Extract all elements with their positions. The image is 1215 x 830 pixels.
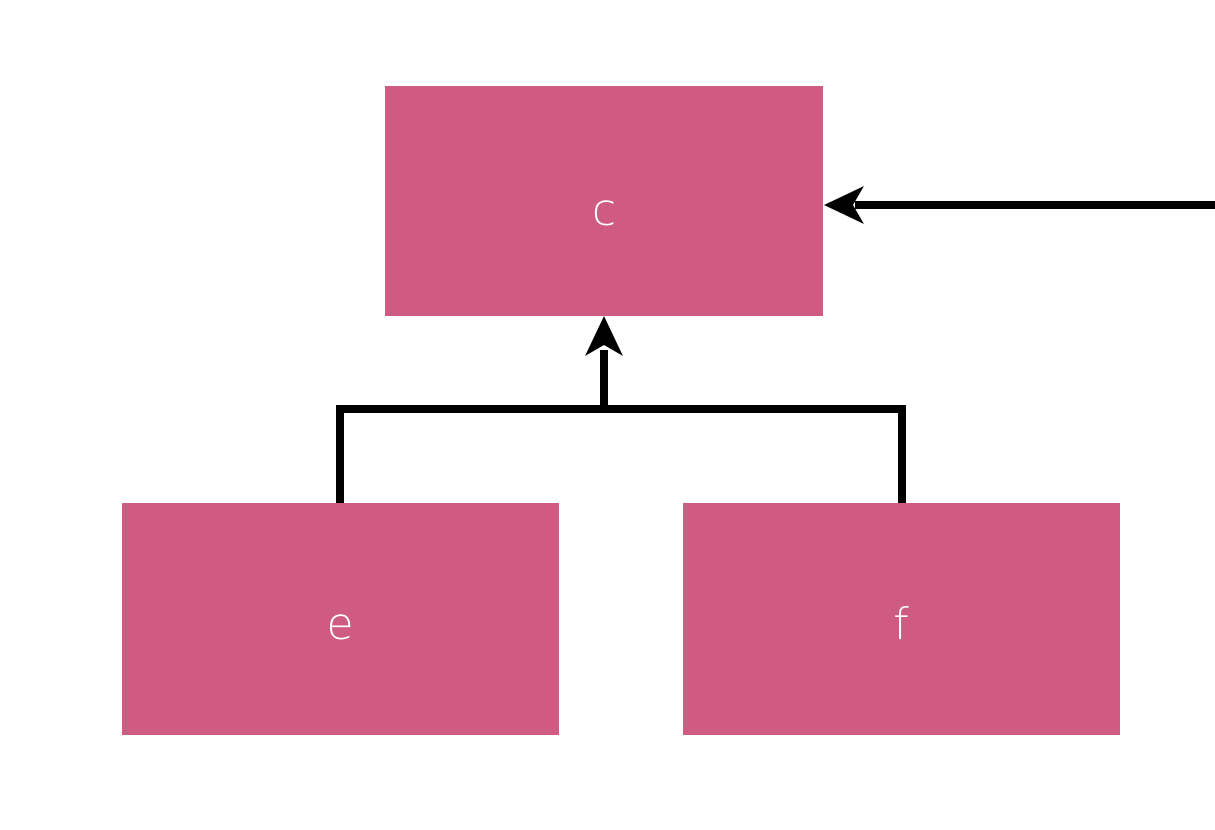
edge-stem-vertical [600,350,608,413]
node-c[interactable]: c [385,86,823,316]
node-f[interactable]: f [683,503,1120,735]
arrowhead-left-icon [824,186,864,224]
arrowhead-up-icon [585,316,623,356]
edge-layer [336,186,1215,503]
edge-external-line [855,201,1215,209]
node-layer: c e f [122,86,1120,735]
node-e-label: e [326,599,353,650]
edge-bus-horizontal [336,405,906,413]
node-e[interactable]: e [122,503,559,735]
edge-drop-left [336,405,344,503]
edge-external-to-c[interactable] [824,186,1215,224]
node-c-rect[interactable] [385,86,823,316]
node-f-label: f [893,599,909,650]
edge-children-to-c[interactable] [336,316,906,503]
node-c-label: c [592,185,616,236]
edge-drop-right [898,405,906,503]
node-f-rect[interactable] [683,503,1120,735]
node-e-rect[interactable] [122,503,559,735]
